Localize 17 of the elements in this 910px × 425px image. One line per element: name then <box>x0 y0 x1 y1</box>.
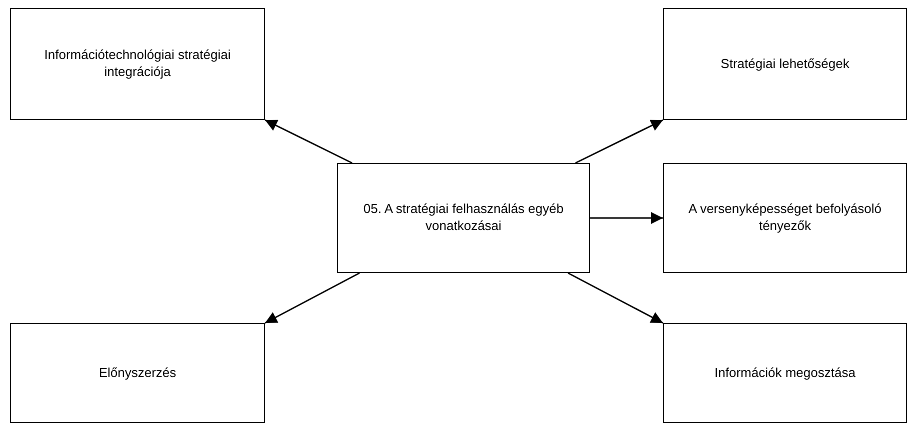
process-box <box>10 8 265 120</box>
process-box <box>663 163 907 273</box>
box-label: A versenyképességet befolyásoló tényezők <box>688 201 882 235</box>
box-label: Információk megosztása <box>714 364 856 382</box>
box-label: Információtechnológiai stratégiai integrációja <box>43 47 232 81</box>
arrow <box>264 272 360 324</box>
box-label: Előnyszerzés <box>98 364 178 382</box>
process-box <box>663 323 907 423</box>
process-box <box>663 8 907 120</box>
arrow <box>590 212 663 224</box>
box-label: 05. A stratégiai felhasználás egyéb vonatkozásai <box>362 201 565 235</box>
arrow <box>264 119 352 164</box>
process-box <box>337 163 590 273</box>
box-label: Stratégiai lehetőségek <box>720 56 850 72</box>
arrow <box>568 272 664 324</box>
process-box <box>10 323 265 423</box>
arrow <box>575 119 664 164</box>
